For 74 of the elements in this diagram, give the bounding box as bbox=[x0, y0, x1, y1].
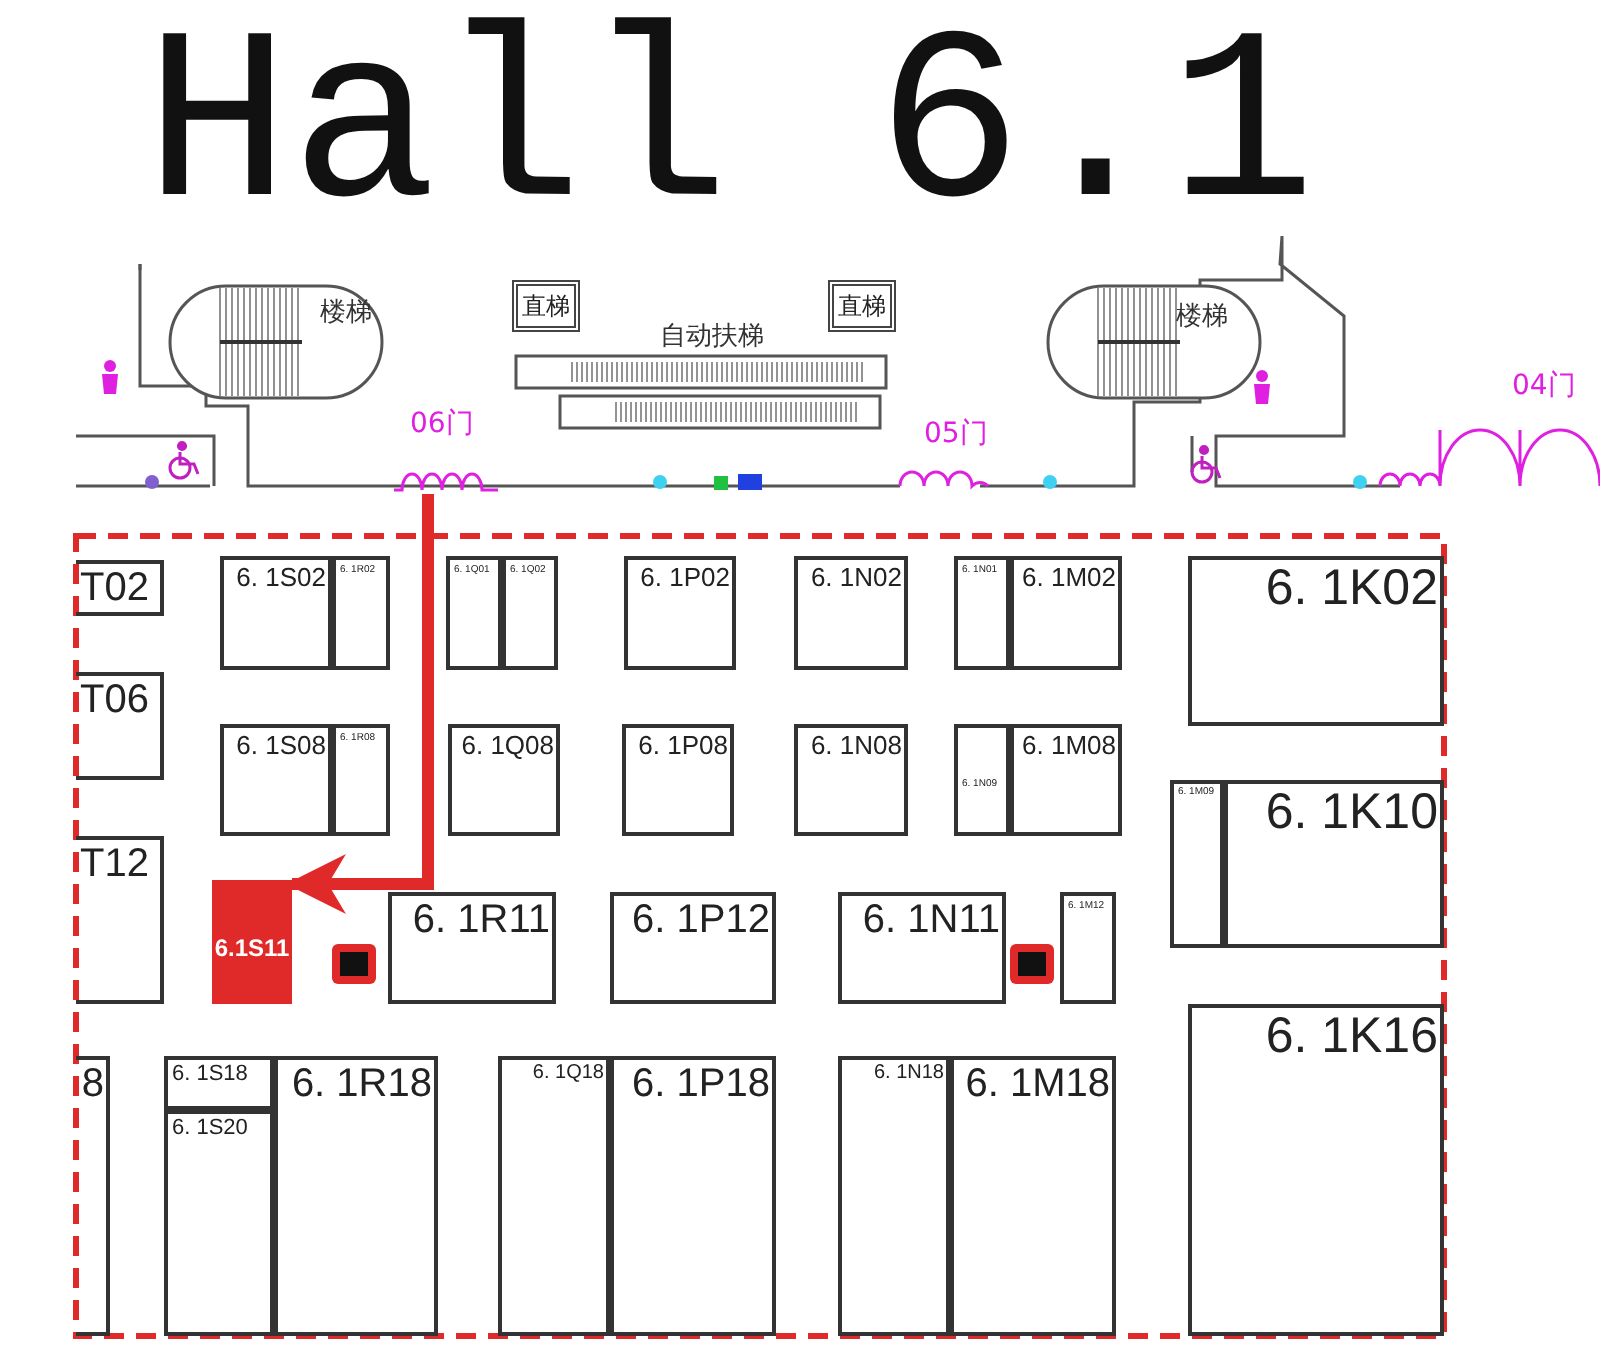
booth-box bbox=[76, 560, 164, 616]
booth-number: 6. 1M02 bbox=[1022, 564, 1116, 590]
booth-number: 6. 1S02 bbox=[236, 564, 326, 590]
booth-number: 6. 1S08 bbox=[236, 732, 326, 758]
elevator-box bbox=[828, 280, 896, 332]
booth-box bbox=[332, 724, 390, 836]
booth-number: 6. 1P08 bbox=[638, 732, 728, 758]
booth-number: 6.1S11 bbox=[212, 936, 292, 960]
booth-number: 8 bbox=[81, 1064, 104, 1104]
booth-number: 6. 1P02 bbox=[640, 564, 730, 590]
door-label: 05门 bbox=[924, 420, 988, 448]
booth-number: 6. 1K16 bbox=[1265, 1012, 1438, 1062]
booth-box bbox=[838, 1056, 950, 1336]
booth-number: 6. 1P12 bbox=[632, 900, 770, 940]
booth-box bbox=[794, 724, 908, 836]
booth-number: 6. 1K02 bbox=[1265, 564, 1438, 614]
booth-number: 6. 1M08 bbox=[1022, 732, 1116, 758]
booth-number: 6. 1R18 bbox=[291, 1064, 432, 1104]
title: Hall 6.1 bbox=[144, 8, 1316, 252]
booth-number: T06 bbox=[80, 680, 149, 720]
elevator-label: 直梯 bbox=[522, 294, 570, 318]
booth-box bbox=[1224, 780, 1444, 948]
booth-box bbox=[624, 556, 736, 670]
door-label: 06门 bbox=[410, 410, 474, 438]
stair-label: 楼梯 bbox=[320, 300, 372, 326]
booth-box bbox=[164, 1056, 274, 1110]
booth-box bbox=[610, 892, 776, 1004]
booth-number: 6. 1Q18 bbox=[532, 1064, 604, 1084]
booth-number: 6. 1S18 bbox=[172, 1064, 248, 1086]
booth-box bbox=[76, 836, 164, 1004]
booth-box bbox=[220, 556, 332, 670]
booth-box bbox=[1188, 556, 1444, 726]
booth-number: 6. 1N18 bbox=[873, 1064, 944, 1084]
booth-box bbox=[1170, 780, 1224, 948]
booth-number: T12 bbox=[80, 844, 149, 884]
booth-number: 6. 1Q08 bbox=[461, 732, 554, 758]
booth-box bbox=[220, 724, 332, 836]
booth-number: 6. 1N02 bbox=[810, 564, 902, 590]
elevator-box bbox=[512, 280, 580, 332]
booth-box bbox=[502, 556, 558, 670]
booth-box bbox=[1188, 1004, 1444, 1336]
booth-box bbox=[610, 1056, 776, 1336]
booth-number: 6. 1N11 bbox=[862, 900, 1000, 940]
booth-box bbox=[498, 1056, 610, 1336]
booth-box bbox=[76, 1056, 110, 1336]
booth-box bbox=[212, 880, 292, 1004]
booth-box bbox=[794, 556, 908, 670]
arrow bbox=[286, 494, 434, 914]
booth-box bbox=[388, 892, 556, 1004]
booth-box bbox=[950, 1056, 1116, 1336]
booth-box bbox=[448, 724, 560, 836]
booth-box bbox=[332, 556, 390, 670]
booth-box bbox=[164, 1110, 274, 1336]
booth-box bbox=[274, 1056, 438, 1336]
escalator-label: 自动扶梯 bbox=[660, 324, 764, 350]
booth-box bbox=[1060, 892, 1116, 1004]
booth-box bbox=[622, 724, 734, 836]
booth-box bbox=[1010, 556, 1122, 670]
booth-box bbox=[954, 724, 1010, 836]
stair-label: 楼梯 bbox=[1176, 304, 1228, 330]
booth-box bbox=[954, 556, 1010, 670]
elevator-label: 直梯 bbox=[838, 294, 886, 318]
door-label: 04门 bbox=[1512, 372, 1576, 400]
booth-box bbox=[76, 672, 164, 780]
booth-number: 6. 1S20 bbox=[172, 1118, 248, 1140]
booth-number: 6. 1P18 bbox=[632, 1064, 770, 1104]
booth-number: T02 bbox=[80, 568, 149, 608]
booth-number: 6. 1R11 bbox=[412, 900, 550, 940]
booth-number: 6. 1K10 bbox=[1265, 788, 1438, 838]
booth-box bbox=[446, 556, 502, 670]
booth-box bbox=[838, 892, 1006, 1004]
booth-box bbox=[1010, 724, 1122, 836]
booth-number: 6. 1N08 bbox=[810, 732, 902, 758]
booth-number: 6. 1M18 bbox=[965, 1064, 1110, 1104]
